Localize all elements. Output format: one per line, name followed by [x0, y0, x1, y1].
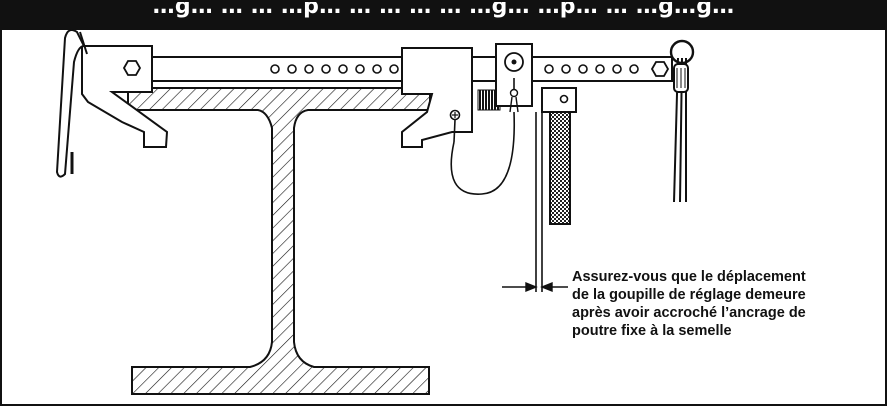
figure-title: …g… … … …p… … … … … …g… …p… … …g…g…: [152, 2, 735, 19]
callout-line: après avoir accroché l’ancrage de: [572, 305, 806, 321]
left-handle: [55, 29, 86, 178]
hex-bolt-right: [650, 61, 670, 77]
adjustment-holes: [270, 64, 639, 74]
callout-line: Assurez-vous que le déplacement: [572, 269, 806, 285]
callout-line: poutre fixe à la semelle: [572, 323, 732, 339]
callout-line: de la goupille de réglage demeure: [572, 287, 806, 303]
i-beam: [127, 87, 431, 395]
adjustment-pin-block: [541, 87, 577, 113]
hex-bolt-left: [122, 60, 142, 76]
callout-text: Assurez-vous que le déplacement de la go…: [572, 268, 872, 340]
pin-ring-icon: [509, 88, 519, 98]
adjustment-pin-knob: [549, 111, 571, 225]
fixed-jaw: [81, 45, 169, 148]
title-bar: …g… … … …p… … … … … …g… …p… … …g…g…: [2, 2, 885, 30]
dimension-arrows: [502, 281, 568, 293]
lanyard-cable: [450, 111, 516, 195]
